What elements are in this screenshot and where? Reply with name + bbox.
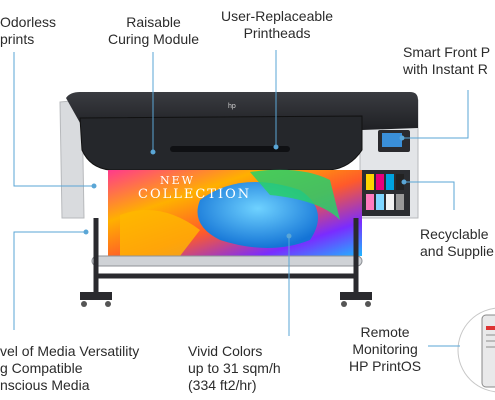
label-raisable-curing-module: Raisable Curing Module bbox=[108, 14, 200, 47]
label-smart-front-panel: Smart Front P with Instant R bbox=[403, 44, 491, 77]
hp-logo: hp bbox=[228, 103, 236, 110]
media-roll bbox=[91, 255, 363, 267]
ink-cartridges bbox=[362, 170, 410, 216]
phone-illustration bbox=[457, 307, 495, 393]
front-panel-screen bbox=[382, 133, 402, 147]
label-odorless-prints: Odorless prints bbox=[0, 14, 57, 47]
poster-line-1: NEW bbox=[160, 174, 195, 187]
label-recyclable-supplies: Recyclable and Supplie bbox=[420, 226, 494, 259]
label-remote-monitoring: Remote Monitoring HP PrintOS bbox=[349, 324, 422, 374]
label-media-versatility: vel of Media Versatility g Compatible ns… bbox=[0, 343, 140, 393]
label-user-replaceable-printheads: User-Replaceable Printheads bbox=[221, 8, 334, 41]
label-vivid-colors: Vivid Colors up to 31 sqm/h (334 ft2/hr) bbox=[188, 343, 281, 393]
poster-line-2: COLLECTION bbox=[138, 187, 251, 202]
printer-stand bbox=[93, 218, 359, 296]
